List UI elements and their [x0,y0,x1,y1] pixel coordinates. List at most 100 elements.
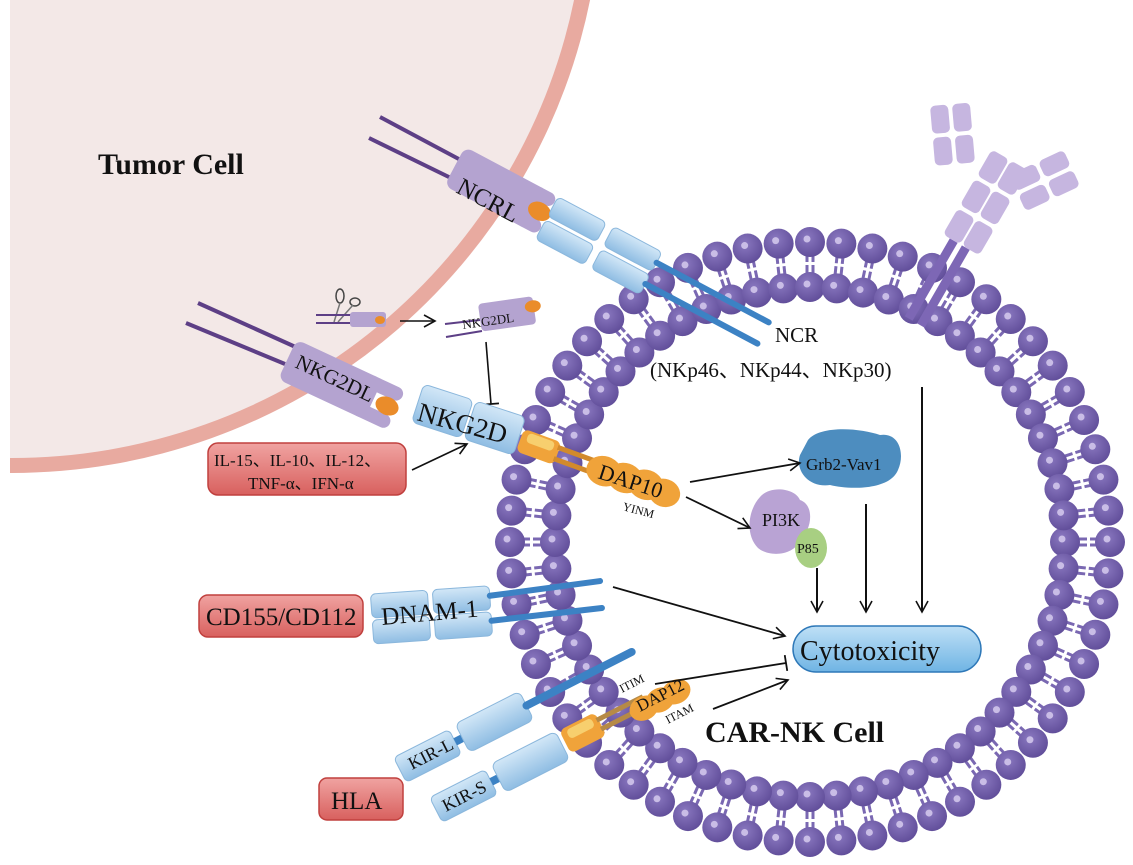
lipid-head [732,233,763,264]
lipid-head-highlight [582,408,590,415]
yinm-label: YINM [621,499,656,521]
lipid-head-highlight [741,242,749,250]
lipid-head-highlight [510,597,518,605]
lipid-tail [944,293,958,314]
lipid-tail [745,802,754,824]
lipid-tail [888,796,898,818]
lipid-tail [1054,646,1075,658]
lipid-head-highlight [554,588,562,596]
lipid-head [572,326,603,357]
lipid-head-highlight [570,639,578,647]
lipid-head-highlight [710,820,718,828]
lipid-head [741,776,772,807]
lipid-head-highlight [560,614,568,622]
lipid-head-highlight [503,535,511,543]
lipid-head-highlight [993,706,1001,714]
lipid-head-highlight [1046,456,1054,464]
lipid-head [496,495,527,526]
lipid-tail [1062,448,1084,459]
lipid-tail [1071,483,1093,491]
lipid-tail [716,794,727,816]
lipid-tail [547,651,568,664]
cytotoxicity-label: Cytotoxicity [800,636,940,667]
lipid-head [691,759,722,790]
lipid-head [645,733,676,764]
lipid-head-highlight [830,281,838,289]
lipid-head-highlight [803,835,811,843]
lipid-head [848,277,879,308]
lipid-tail [1026,373,1046,389]
lipid-tail [745,260,754,282]
lipid-tail [781,807,787,829]
lipid-head-highlight [953,795,961,803]
cytokine-arrow [411,442,469,471]
lipid-head-highlight [518,628,526,636]
hla-label: HLA [331,788,382,815]
lipid-tail [528,477,550,486]
lipid-tail [1026,695,1046,711]
lipid-tail [574,695,594,711]
lipid-head-highlight [724,778,732,786]
lipid-head-highlight [974,725,982,733]
pi3k-complex: PI3K P85 [749,489,827,568]
ncr-subtypes-label: (NKp46、NKp44、NKp30) [650,358,891,382]
lipid-head-highlight [856,784,864,792]
lipid-head [768,273,799,304]
lipid-head-highlight [741,828,749,836]
soluble-nkg2dl-inhibit [482,341,500,406]
lipid-head-highlight [510,473,518,481]
lipid-head-highlight [993,364,1001,372]
lipid-head [821,780,852,811]
lipid-head-highlight [505,504,513,512]
lipid-head-highlight [856,286,864,294]
lipid-tail [751,803,759,825]
lipid-tail [861,803,869,825]
lipid-head-highlight [953,275,961,283]
lipid-head-highlight [1058,535,1066,543]
lipid-head-highlight [529,413,537,421]
lipid-head-highlight [830,789,838,797]
lipid-head-highlight [953,329,961,337]
lipid-head [1037,448,1068,479]
scissors-icon [333,288,361,323]
lipid-tail [1005,721,1024,739]
soluble-nkg2dl: NKG2DL [444,296,541,338]
dap12-adaptor: DAP12 ITIM ITAM [561,671,696,752]
lipid-head [667,747,698,778]
lipid-tail [667,773,681,794]
lipid-head [1015,399,1046,430]
lipid-head [1048,553,1079,584]
lipid-head [702,241,733,272]
lipid-tail [1038,676,1059,690]
lipid-head-highlight [560,359,568,367]
lipid-head-highlight [1046,711,1054,719]
lipid-tail [893,268,904,290]
lipid-head-highlight [1063,385,1071,393]
grb2-label: Grb2-Vav1 [806,455,882,474]
lipid-head [645,320,676,351]
lipid-head-highlight [613,364,621,372]
hla-box: HLA [318,777,404,821]
lipid-tail [963,306,979,326]
lipid-tail [1023,369,1043,384]
lipid-head [971,769,1002,800]
lipid-tail [968,309,983,329]
lipid-tail [592,350,611,367]
lipid-head [1088,589,1119,620]
lipid-head-highlight [1026,736,1034,744]
lipid-head-highlight [834,237,842,245]
lipid-tail [574,373,594,389]
lipid-tail [688,784,701,805]
lipid-head [520,649,551,680]
lipid-head-highlight [1004,312,1012,320]
lipid-head [857,233,888,264]
lipid-head [1095,527,1125,557]
lipid-head [887,241,918,272]
lipid-head [594,304,625,335]
cytokine-line1: IL-15、IL-10、IL-12、 [214,451,381,470]
lipid-tail [1070,598,1092,607]
lipid-tail [1064,454,1086,464]
lipid-head [1001,377,1032,408]
lipid-head [944,733,975,764]
